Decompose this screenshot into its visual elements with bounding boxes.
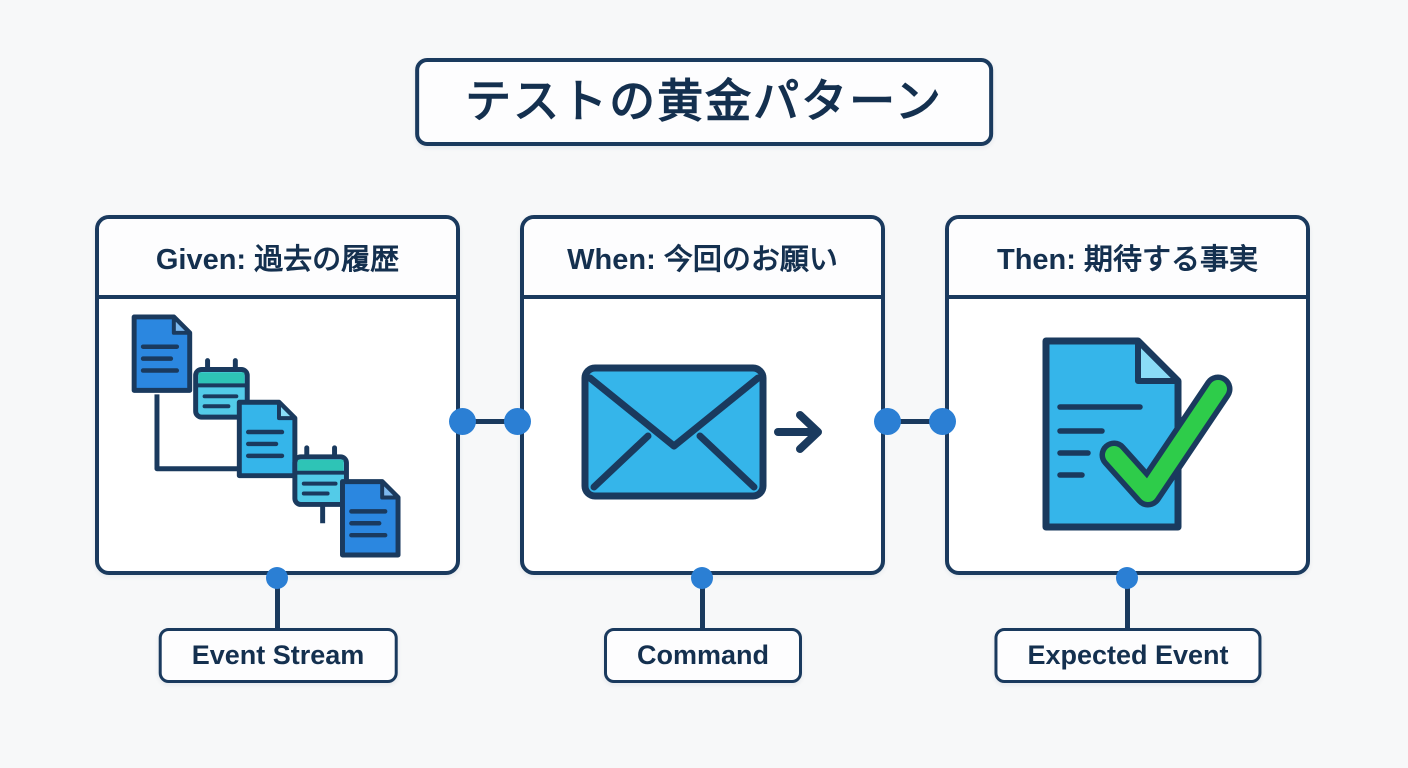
panel-when-header: When: 今回のお願い <box>524 219 881 299</box>
connector-dot-then-left <box>929 408 956 435</box>
panel-then-header-text: Then: 期待する事実 <box>997 244 1258 276</box>
command-envelope-icon <box>581 364 822 500</box>
label-command: Command <box>603 628 803 683</box>
label-event-stream-text: Event Stream <box>191 640 365 670</box>
label-expected-event: Expected Event <box>994 628 1262 683</box>
connector-dot-given-right <box>449 408 476 435</box>
drop-line-when <box>700 574 705 630</box>
panel-then-header: Then: 期待する事実 <box>949 219 1306 299</box>
diagram-title-box: テストの黄金パターン <box>415 58 993 146</box>
panel-when-body <box>524 299 881 571</box>
connector-dot-when-left <box>504 408 531 435</box>
panel-given-header: Given: 過去の履歴 <box>99 219 456 299</box>
panel-when: When: 今回のお願い <box>520 215 885 575</box>
drop-line-given <box>275 574 280 630</box>
label-expected-event-text: Expected Event <box>1027 640 1229 670</box>
panel-then: Then: 期待する事実 <box>945 215 1310 575</box>
panel-when-header-text: When: 今回のお願い <box>567 244 838 276</box>
document-checkmark-icon <box>1042 337 1232 531</box>
drop-dot-given <box>266 567 288 589</box>
panel-given-body <box>99 299 456 571</box>
event-stream-icon <box>131 314 401 558</box>
drop-dot-when <box>691 567 713 589</box>
connector-when-then-line <box>883 419 947 424</box>
drop-line-then <box>1125 574 1130 630</box>
panel-given-header-text: Given: 過去の履歴 <box>155 244 400 276</box>
connector-dot-when-right <box>874 408 901 435</box>
label-event-stream: Event Stream <box>158 628 398 683</box>
panel-then-body <box>949 299 1306 571</box>
panel-given: Given: 過去の履歴 <box>95 215 460 575</box>
connector-given-when-line <box>458 419 522 424</box>
label-command-text: Command <box>636 640 770 670</box>
drop-dot-then <box>1116 567 1138 589</box>
diagram-title: テストの黄金パターン <box>465 75 943 127</box>
